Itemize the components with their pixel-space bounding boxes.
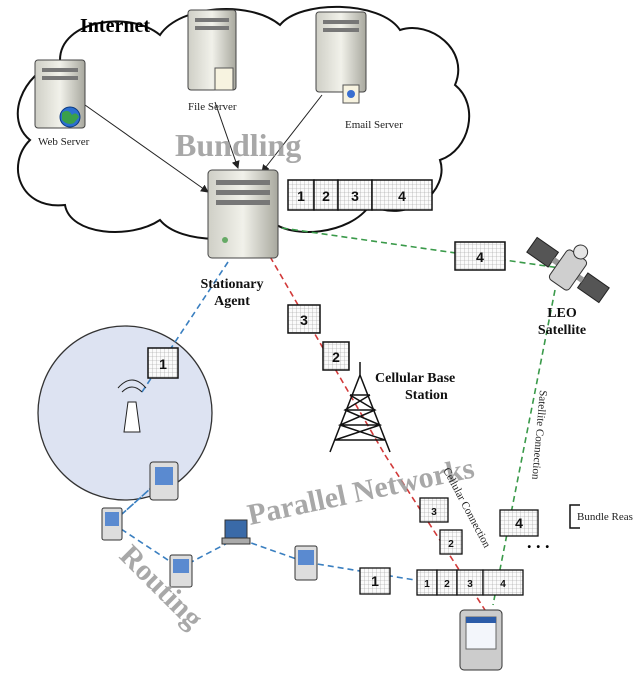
- receiving-pda-icon: [459, 609, 503, 671]
- leo-satellite-icon: [526, 236, 610, 304]
- packet-routing: 1: [359, 567, 391, 595]
- bundling-watermark: Bundling: [175, 127, 301, 163]
- wifi-cell-area: [37, 325, 213, 501]
- internet-label: Internet: [80, 15, 150, 37]
- laptop-device-icon: [221, 519, 251, 545]
- pda-device-icon: [149, 461, 179, 501]
- arrow-email: [261, 94, 323, 173]
- bundle-cell-label: 4: [500, 579, 506, 590]
- wifi-access-point-icon: [117, 379, 147, 433]
- email-server-icon: [315, 11, 367, 104]
- packet-cellular-a: 3: [287, 304, 321, 334]
- bundle-reassembly-label: Bundle Reas: [577, 511, 633, 523]
- satellite-link-lower: [492, 289, 556, 606]
- svg-text:2: 2: [332, 349, 340, 365]
- cellular-base-station-label: Cellular Base: [375, 371, 455, 386]
- stationary-agent-label: Stationary: [201, 277, 264, 292]
- bundle-cell-label: 3: [351, 188, 359, 204]
- web-server-icon: [34, 59, 86, 129]
- bundle-reassembly-bracket: [569, 504, 580, 529]
- satellite-link-upper: [281, 227, 561, 269]
- packet-cellular-c: 3: [419, 497, 449, 523]
- packet-wifi: 1: [147, 347, 179, 379]
- ellipsis-label: . . .: [527, 532, 550, 552]
- arrow-web: [84, 104, 209, 193]
- bundle-cell: [482, 569, 524, 596]
- svg-text:4: 4: [515, 515, 523, 531]
- bundle-reassembled: 1 2 3 4: [416, 569, 524, 596]
- bundle-cell: [313, 179, 339, 211]
- bundle-cell: [337, 179, 373, 211]
- bundle-cell-label: 4: [398, 188, 406, 204]
- bundle-cell-label: 1: [424, 579, 430, 590]
- cellular-tower-icon: [329, 362, 391, 453]
- packet-cellular-b: 2: [322, 341, 350, 371]
- bundle-cell-label: 2: [444, 579, 450, 590]
- pda-device-icon: [169, 554, 193, 588]
- routing-watermark: Routing: [113, 539, 209, 635]
- svg-text:3: 3: [431, 507, 437, 518]
- packet-cellular-d: 2: [439, 529, 463, 555]
- svg-text:1: 1: [159, 356, 167, 372]
- file-server-label: File Server: [188, 101, 237, 113]
- svg-text:1: 1: [371, 573, 379, 589]
- stationary-agent-server-icon: [207, 169, 279, 259]
- file-server-icon: [187, 9, 237, 91]
- bundle-cell: [371, 179, 433, 211]
- bundle-cell-label: 2: [322, 188, 330, 204]
- web-server-label: Web Server: [38, 136, 90, 148]
- cellular-base-station-label: Station: [405, 388, 448, 403]
- bundle-cell-label: 3: [467, 579, 473, 590]
- packet-satellite-mid: 4: [454, 241, 506, 271]
- packet-satellite-low: 4: [499, 509, 539, 537]
- leo-satellite-label: LEO: [547, 306, 577, 321]
- email-server-label: Email Server: [345, 119, 403, 131]
- pda-device-icon: [294, 545, 318, 581]
- stationary-agent-label: Agent: [214, 294, 250, 309]
- bundle-main: 1 2 3 4: [287, 179, 433, 211]
- svg-text:3: 3: [300, 312, 308, 328]
- leo-satellite-label: Satellite: [538, 323, 586, 338]
- svg-text:4: 4: [476, 249, 484, 265]
- svg-text:2: 2: [448, 539, 454, 550]
- bundle-cell-label: 1: [297, 188, 305, 204]
- arrow-file: [214, 101, 240, 169]
- pda-device-icon: [101, 507, 123, 541]
